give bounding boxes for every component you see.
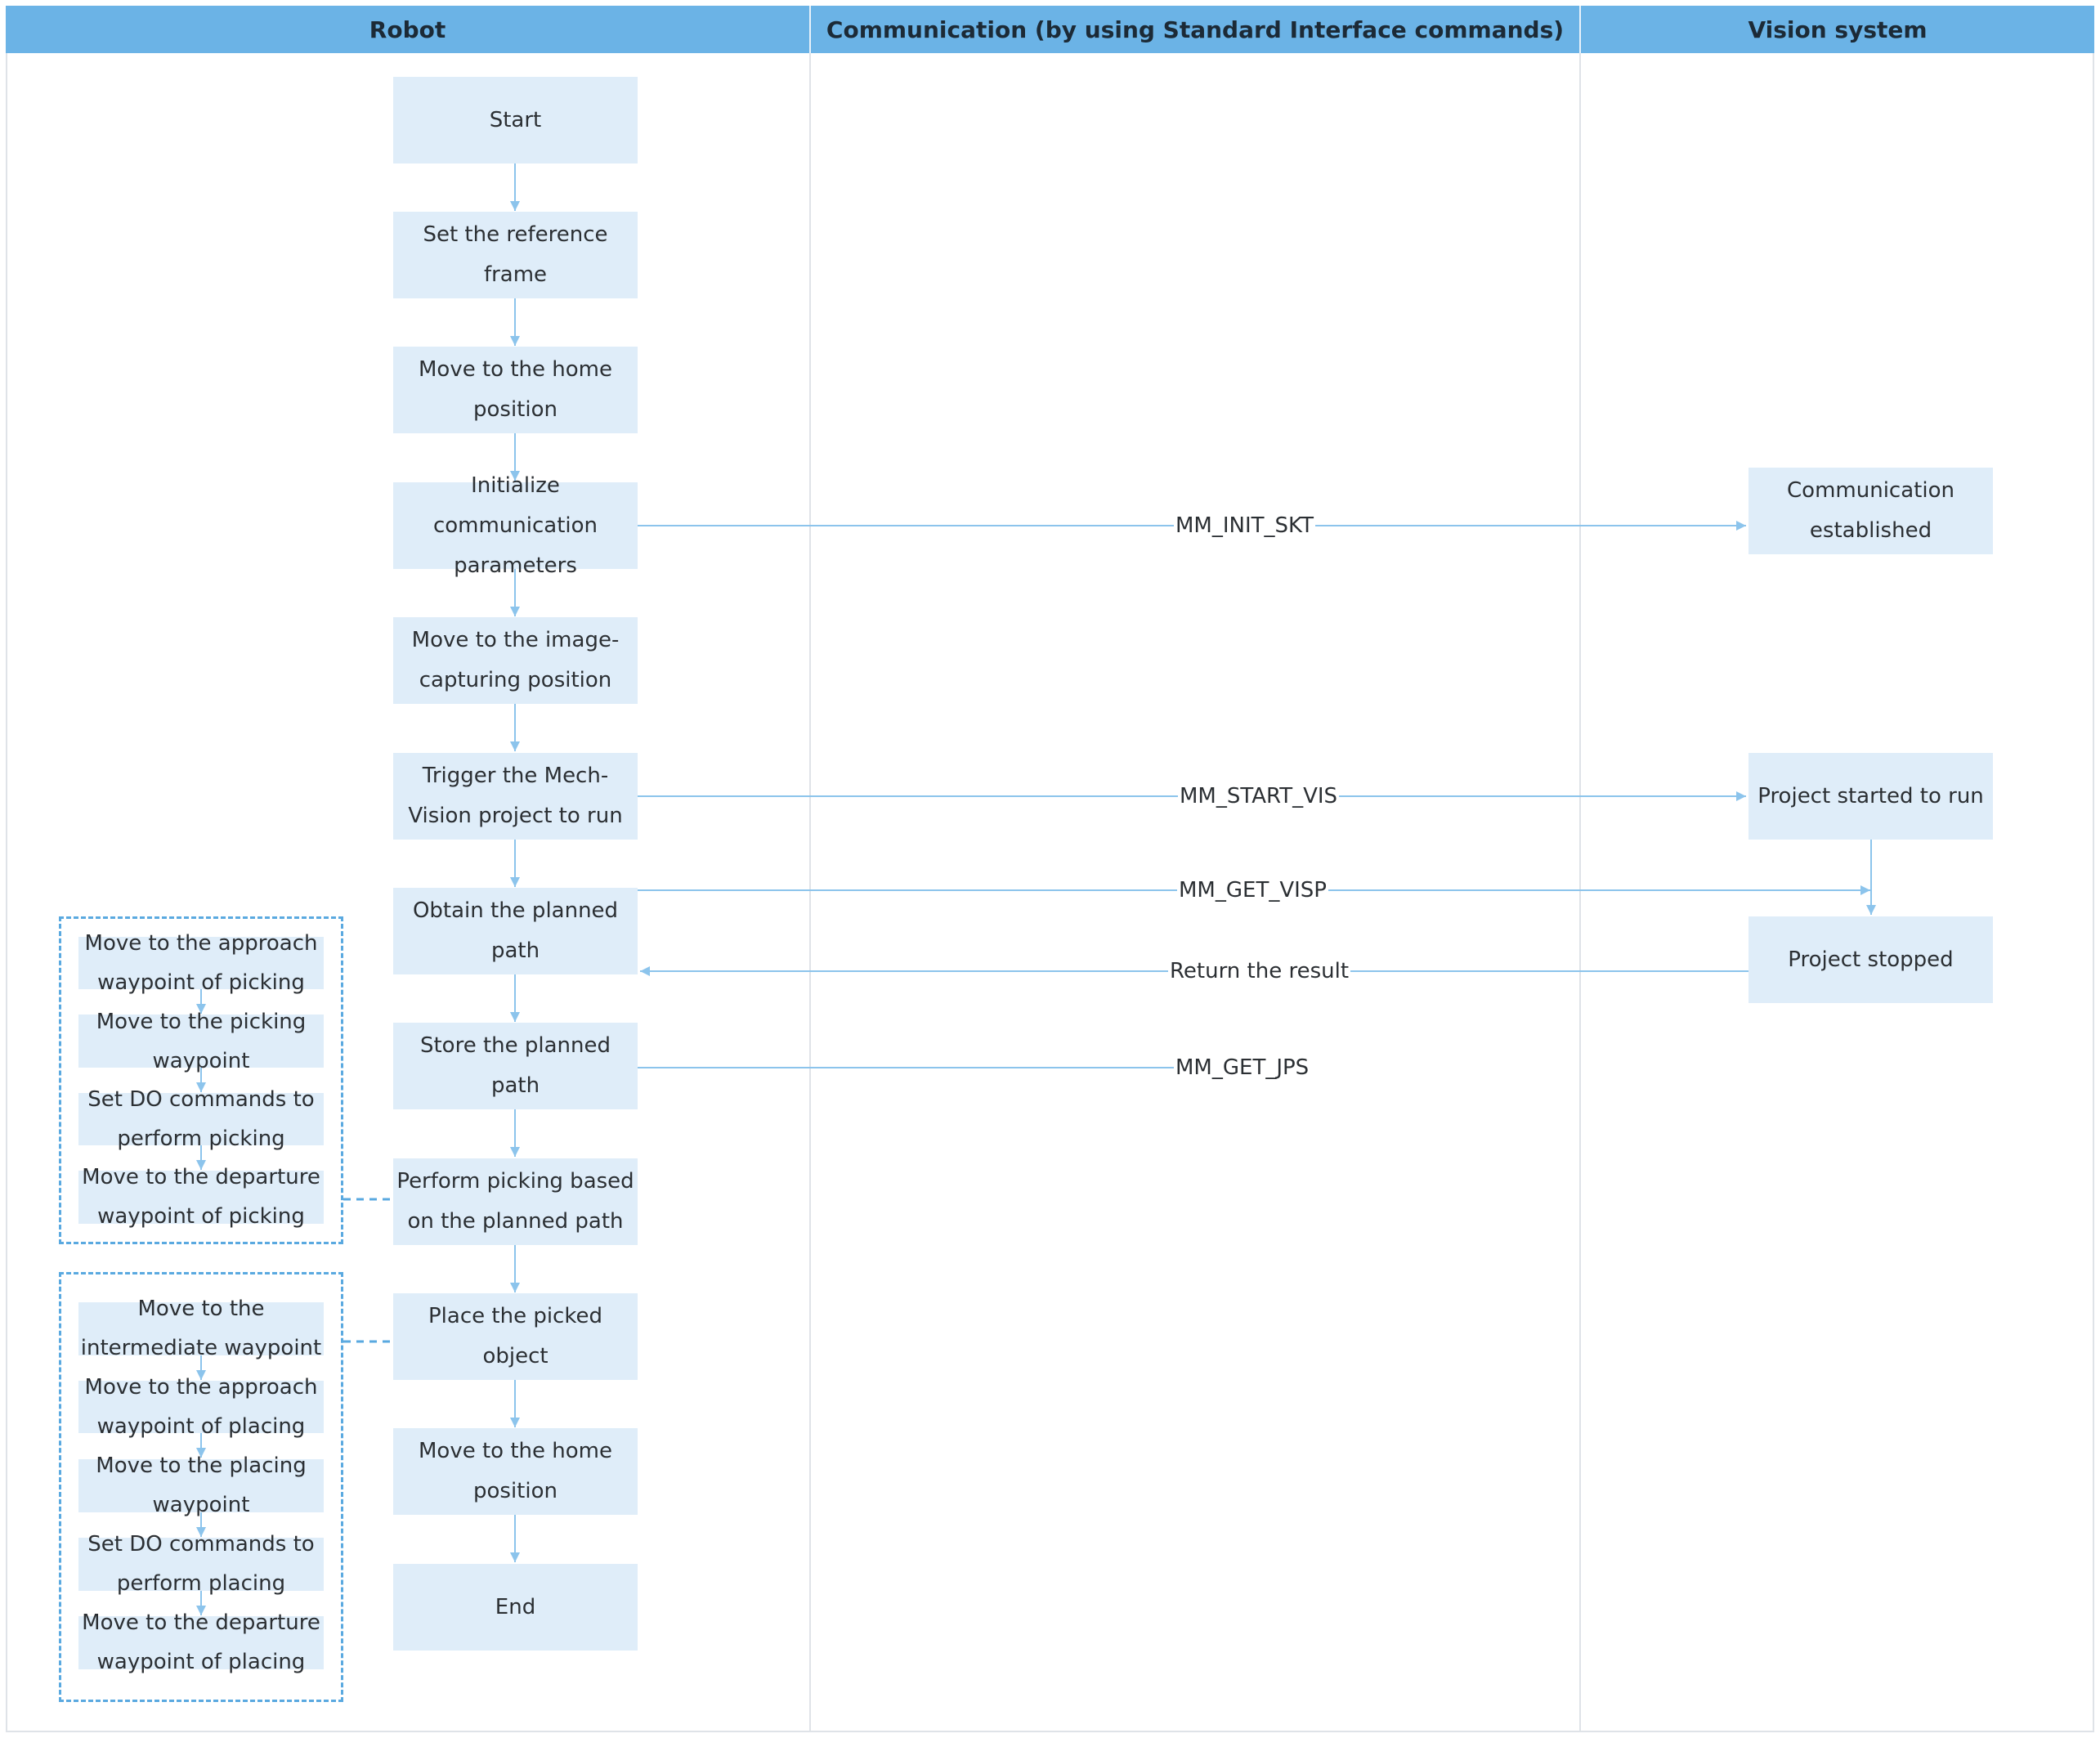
step-store-path: Store the planned path	[393, 1023, 638, 1109]
message-label-start: MM_START_VIS	[1178, 783, 1340, 809]
step-initialize-communication: Initialize communication parameters	[393, 473, 638, 578]
step-move-home-again: Move to the home position	[393, 1428, 638, 1515]
step-perform-picking: Perform picking based on the planned pat…	[393, 1158, 638, 1245]
message-label-result: Return the result	[1168, 958, 1351, 984]
step-end: End	[393, 1564, 638, 1651]
message-label-get-path: MM_GET_VISP	[1177, 877, 1328, 903]
picking-substeps-group	[59, 916, 343, 1244]
step-trigger-project: Trigger the Mech-Vision project to run	[393, 753, 638, 840]
step-obtain-path: Obtain the planned path	[393, 888, 638, 974]
picking-substep-box	[78, 1093, 324, 1145]
picking-substep-box	[78, 1015, 324, 1068]
lane-divider	[1579, 53, 1581, 1732]
vision-project-stopped: Project stopped	[1749, 916, 1993, 1003]
vision-communication-established: Communication established	[1749, 468, 1993, 554]
step-set-reference-frame: Set the reference frame	[393, 212, 638, 298]
picking-substep-picking: Move to the picking waypoint	[96, 1010, 307, 1073]
lane-header-robot: Robot	[6, 6, 811, 53]
step-move-image-capturing: Move to the image-capturing position	[393, 617, 638, 704]
step-start: Start	[393, 77, 638, 163]
picking-substep-box	[78, 937, 324, 989]
placing-substep-box	[78, 1381, 324, 1433]
placing-substep-intermediate: Move to the intermediate waypoint	[80, 1297, 322, 1360]
picking-substep-box	[78, 1171, 324, 1224]
picking-substep-departure: Move to the departure waypoint of pickin…	[82, 1165, 320, 1229]
step-move-home: Move to the home position	[393, 347, 638, 433]
message-label-get-jps: MM_GET_JPS	[1174, 1055, 1311, 1081]
placing-substep-box	[78, 1616, 324, 1669]
placing-substep-box	[78, 1302, 324, 1355]
lane-header-vision: Vision system	[1581, 6, 2094, 53]
placing-substep-box	[78, 1538, 324, 1591]
placing-substep-do: Set DO commands to perform placing	[87, 1532, 315, 1596]
placing-substep-box	[78, 1459, 324, 1512]
lane-header-communication: Communication (by using Standard Interfa…	[811, 6, 1581, 53]
placing-substep-placing: Move to the placing waypoint	[96, 1454, 307, 1517]
placing-substep-approach: Move to the approach waypoint of placing	[84, 1375, 318, 1439]
picking-substep-approach: Move to the approach waypoint of picking	[84, 931, 318, 995]
step-place-object: Place the picked object	[393, 1293, 638, 1380]
picking-substep-do: Set DO commands to perform picking	[87, 1087, 315, 1151]
vision-project-started: Project started to run	[1749, 753, 1993, 840]
placing-substeps-group	[59, 1272, 343, 1702]
lane-divider	[809, 53, 811, 1732]
message-label-init: MM_INIT_SKT	[1174, 513, 1315, 539]
placing-substep-departure: Move to the departure waypoint of placin…	[82, 1610, 320, 1674]
